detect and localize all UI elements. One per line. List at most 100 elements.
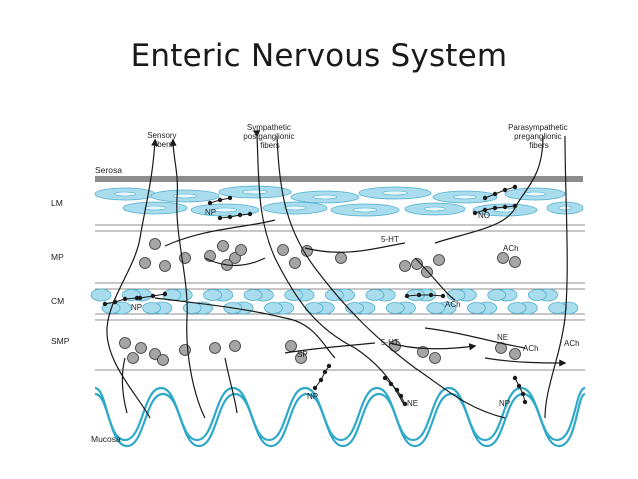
muscle-cell-nucleus	[172, 193, 198, 199]
neuron-cell-body	[229, 252, 241, 264]
neuron-cell-body	[277, 244, 289, 256]
axon-segment	[484, 186, 516, 199]
label-no: NO	[478, 211, 490, 220]
muscle-cell-nucleus	[558, 205, 572, 211]
varicosity	[312, 385, 318, 391]
muscle-cell-nucleus	[212, 207, 238, 213]
nerve-fibers	[106, 130, 568, 419]
smooth-muscle-cell	[365, 289, 385, 301]
smooth-muscle-cell	[182, 302, 202, 314]
label-ne-smp: NE	[497, 333, 508, 342]
neuron-cell-body	[509, 256, 521, 268]
sensory-fiber-2	[169, 138, 206, 419]
varicosity	[207, 200, 213, 206]
varicosity	[402, 401, 408, 407]
muscle-cell-nucleus	[382, 190, 408, 196]
neuron-cell-body	[399, 260, 411, 272]
muscle-cell-nucleus	[424, 206, 446, 212]
neuron-cell-body	[285, 340, 297, 352]
neuron-cell-body	[159, 260, 171, 272]
varicosity	[137, 295, 143, 301]
smooth-muscle-cell	[527, 289, 547, 301]
muscle-cell-nucleus	[312, 194, 338, 200]
varicosity	[512, 203, 518, 209]
varicosity	[520, 391, 526, 397]
varicosity	[502, 187, 508, 193]
layer-boundaries	[95, 224, 585, 371]
mucosa-villi	[94, 386, 585, 448]
neuron-cell-body	[135, 342, 147, 354]
varicosity	[440, 293, 446, 299]
neuron-cell-body	[149, 348, 161, 360]
sensory-fiber-1	[106, 138, 159, 419]
sensory-fibers-label: Sensory fibers	[147, 131, 179, 149]
neuron-cell-body	[421, 266, 433, 278]
varicosity	[382, 375, 388, 381]
muscle-cell-nucleus	[242, 189, 268, 195]
varicosity	[398, 393, 404, 399]
smooth-muscle-cell	[243, 289, 263, 301]
sympathetic-fiber-1	[253, 130, 404, 404]
smooth-muscle-cell	[142, 302, 161, 314]
layer-label-mp: MP	[51, 252, 64, 262]
varicosity	[512, 184, 518, 190]
neuron-cell-body	[497, 252, 509, 264]
varicosity	[227, 214, 233, 220]
sympathetic-fiber-2	[276, 135, 506, 419]
enteric-nervous-system-diagram: Sensory fibers Sympathetic postganglioni…	[51, 123, 585, 448]
neuron-cell-body	[289, 257, 301, 269]
varicosity	[247, 211, 253, 217]
smooth-muscle-cell	[507, 302, 527, 314]
label-np-mucosa-1: NP	[307, 392, 318, 401]
varicosity	[217, 215, 223, 221]
neuron-cell-body	[411, 258, 423, 270]
axon-segment	[104, 297, 138, 305]
smooth-muscle-cell	[466, 302, 486, 314]
varicosity	[318, 377, 324, 383]
longitudinal-muscle-cells	[94, 185, 584, 217]
neuron-cell-body	[433, 254, 445, 266]
varicosity	[388, 381, 394, 387]
layer-label-cm: CM	[51, 296, 64, 306]
sympathetic-fibers-label: Sympathetic postganglionic fibers	[243, 123, 296, 150]
varicosity	[162, 291, 168, 297]
varicosity	[112, 299, 118, 305]
axon-segment	[514, 377, 526, 403]
varicosity	[102, 301, 108, 307]
label-ach-mp: ACh	[503, 244, 519, 253]
neuron-cell-body	[179, 344, 191, 356]
muscle-cell-nucleus	[283, 205, 307, 211]
varicosity	[227, 195, 233, 201]
neuron-cell-body	[149, 238, 161, 250]
neuron-cell-body	[127, 352, 139, 364]
neuron-cell-body	[429, 352, 441, 364]
neuron-cell-body	[509, 348, 521, 360]
varicosity	[522, 399, 528, 405]
label-ach-smp-2: ACh	[564, 339, 580, 348]
axon-segment	[219, 213, 251, 219]
label-ach-cm: ACh	[445, 300, 461, 309]
varicosity	[492, 191, 498, 197]
smooth-muscle-cell	[203, 289, 222, 301]
varicosity	[516, 383, 522, 389]
layer-label-mucosa: Mucosa	[91, 434, 121, 444]
neuron-cell-body	[335, 252, 347, 264]
parasympathetic-fiber-1	[434, 135, 544, 244]
label-sp: SP	[297, 350, 308, 359]
smooth-muscle-cell	[385, 302, 405, 314]
varicosity	[217, 197, 223, 203]
varicosity	[416, 292, 422, 298]
varicosity	[150, 293, 156, 299]
varicosity	[502, 204, 508, 210]
varicosity	[482, 207, 488, 213]
smooth-muscle-cell	[304, 302, 324, 314]
smooth-muscle-cell	[548, 302, 567, 314]
label-np-cm: NP	[131, 303, 142, 312]
neuron-cell-body	[209, 342, 221, 354]
slide-title: Enteric Nervous System	[130, 38, 508, 74]
smooth-muscle-cell	[487, 289, 507, 301]
serosa-band	[95, 176, 583, 182]
neuron-cell-body	[157, 354, 169, 366]
muscle-cell-nucleus	[352, 207, 378, 213]
axon-segment	[406, 294, 444, 297]
